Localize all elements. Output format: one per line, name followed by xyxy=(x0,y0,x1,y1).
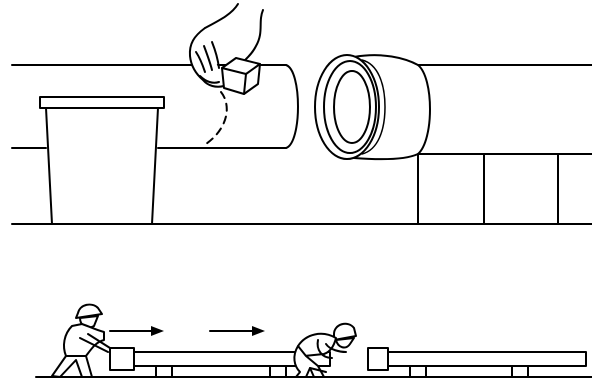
push-direction-arrow xyxy=(110,326,164,336)
worker-pushing xyxy=(52,305,110,377)
worker-guiding xyxy=(294,324,356,377)
lubricant-line xyxy=(203,92,227,146)
pipe-end-cap xyxy=(110,348,134,370)
pipe-socket xyxy=(368,348,388,370)
bottom-panel xyxy=(36,305,592,377)
top-panel xyxy=(12,4,592,224)
support-blocks xyxy=(418,154,558,224)
lubricant-bucket xyxy=(40,97,164,224)
installed-pipe xyxy=(368,348,586,377)
push-direction-arrow xyxy=(210,326,265,336)
hand-applying-lubricant xyxy=(190,4,263,94)
pipe-socket-end xyxy=(315,55,592,159)
lubricant-block xyxy=(222,58,260,94)
